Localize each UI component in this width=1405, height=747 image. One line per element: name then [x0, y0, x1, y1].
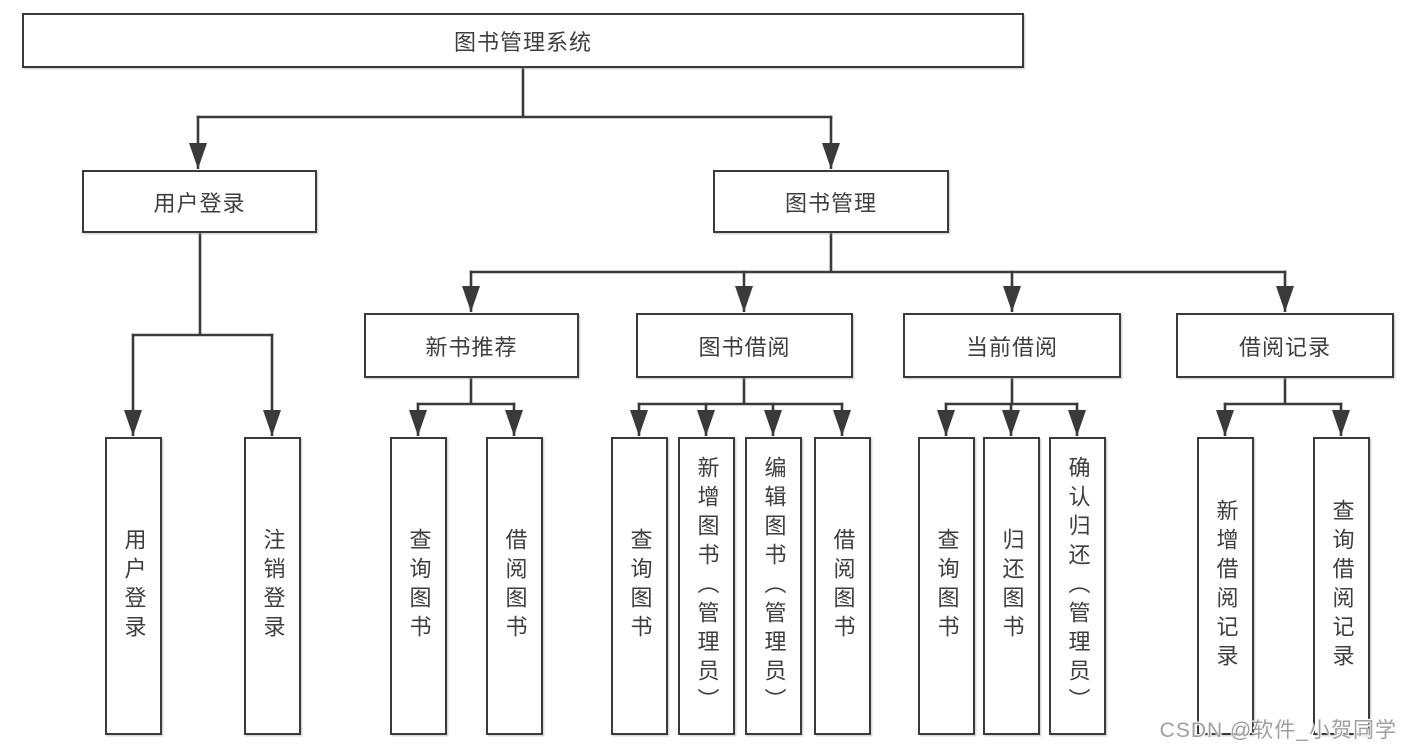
leaf-borrowing-edit-books-admin: 编辑图书（管理员）	[745, 437, 802, 735]
node-book-borrowing: 图书借阅	[636, 313, 853, 378]
connector-new-book-recommend-to-leaves	[409, 378, 523, 436]
node-book-management: 图书管理	[713, 170, 949, 233]
node-new-book-recommend: 新书推荐	[364, 313, 579, 378]
leaf-logout-login: 注销登录	[244, 437, 301, 735]
leaf-recommend-borrow-books: 借阅图书	[486, 437, 543, 735]
node-user-login: 用户登录	[82, 170, 317, 233]
leaf-records-add-borrow-record: 新增借阅记录	[1197, 437, 1254, 735]
watermark: CSDN @软件_小贺同学	[1159, 719, 1397, 742]
connector-borrow-records-to-leaves	[1216, 378, 1350, 436]
leaf-borrowing-query-books: 查询图书	[611, 437, 668, 735]
connector-root-to-level2	[189, 68, 840, 169]
leaf-borrowing-borrow-books: 借阅图书	[814, 437, 871, 735]
node-borrow-records: 借阅记录	[1176, 313, 1394, 378]
leaf-borrowing-add-books-admin: 新增图书（管理员）	[678, 437, 735, 735]
leaf-user-login: 用户登录	[105, 437, 162, 735]
leaf-recommend-query-books: 查询图书	[390, 437, 447, 735]
connector-book-borrowing-to-leaves	[630, 378, 851, 436]
node-current-borrowing: 当前借阅	[903, 313, 1121, 378]
node-library-management-system: 图书管理系统	[22, 13, 1024, 68]
leaf-current-return-books: 归还图书	[983, 437, 1040, 735]
leaf-records-query-borrow-record: 查询借阅记录	[1313, 437, 1370, 735]
connector-current-borrowing-to-leaves	[937, 378, 1086, 436]
leaf-current-confirm-return-admin: 确认归还（管理员）	[1049, 437, 1106, 735]
connector-book-management-to-level3	[462, 233, 1294, 312]
connector-user-login-to-leaves	[124, 233, 281, 436]
leaf-current-query-books: 查询图书	[918, 437, 975, 735]
